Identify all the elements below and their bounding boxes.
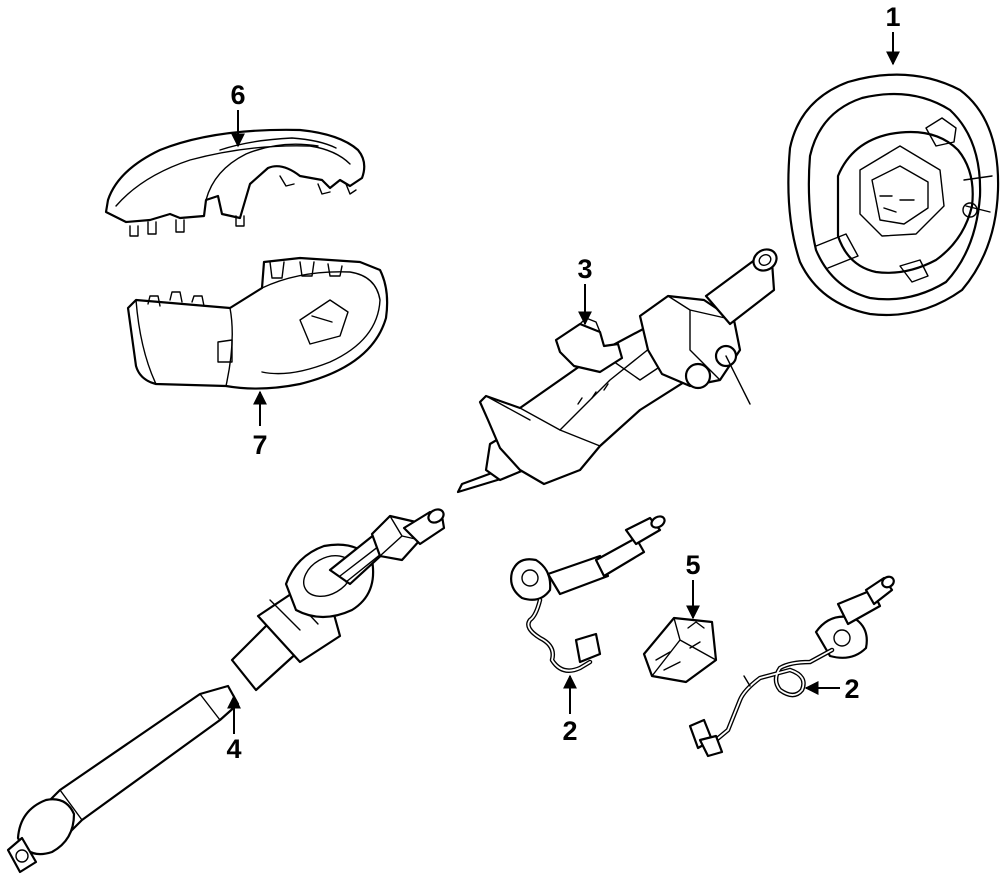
steering-column-part[interactable] [456,245,780,494]
callout-3: 3 [577,254,592,284]
callout-6: 6 [230,80,245,110]
intermediate-shaft-part[interactable] [6,507,446,874]
sensor-harness-right-part[interactable] [688,575,896,758]
sensor-harness-left-part[interactable] [510,514,666,673]
callout-2-left: 2 [562,716,577,746]
callout-4: 4 [226,734,241,764]
steering-wheel-part[interactable] [787,73,1000,317]
switch-module-part[interactable] [642,616,718,684]
lower-shroud-part[interactable] [126,256,389,390]
callout-7: 7 [252,430,267,460]
callout-1: 1 [885,2,900,32]
upper-shroud-part[interactable] [104,128,366,237]
callout-5: 5 [685,550,700,580]
callout-2-right: 2 [844,674,859,704]
